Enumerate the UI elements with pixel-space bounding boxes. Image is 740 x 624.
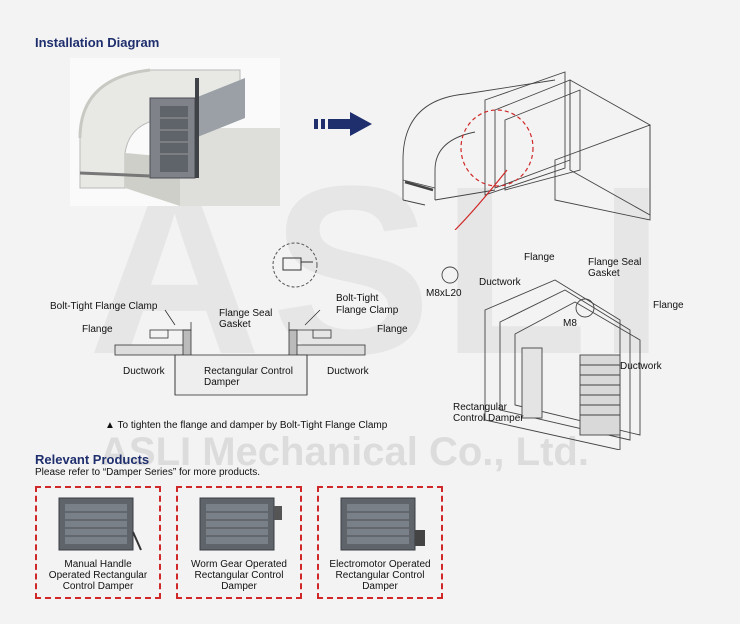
product-3-line-1: Electromotor Operated	[329, 559, 431, 570]
direction-arrow	[314, 112, 372, 136]
label-flange-left: Flange	[82, 324, 113, 335]
label-rect-damper-2: Damper	[204, 377, 240, 388]
label-flange-seal-1: Flange Seal	[219, 308, 273, 319]
product-3-line-2: Rectangular Control	[335, 570, 425, 581]
detail-label-rect-damper-2: Control Damper	[453, 413, 524, 424]
watermark-company: ASLI Mechanical Co., Ltd.	[100, 430, 589, 474]
damper-electromotor-image	[340, 497, 425, 551]
installation-render	[70, 58, 280, 206]
detail-label-flange-right: Flange	[653, 300, 684, 311]
relevant-products-title: Relevant Products	[35, 452, 150, 467]
label-bolt-tight-right-2: Flange Clamp	[336, 305, 399, 316]
product-1-line-2: Operated Rectangular	[48, 570, 148, 581]
page-title: Installation Diagram	[35, 35, 160, 50]
label-bolt-tight-right-1: Bolt-Tight	[336, 293, 379, 304]
product-card-worm-gear[interactable]: Worm Gear Operated Rectangular Control D…	[176, 486, 302, 599]
detail-label-ductwork-bottom: Ductwork	[620, 361, 662, 372]
detail-label-flange-seal-2: Gasket	[588, 268, 620, 279]
product-2-line-3: Damper	[221, 581, 257, 592]
label-flange-seal-2: Gasket	[219, 319, 251, 330]
detail-label-m8: M8	[563, 318, 577, 329]
label-ductwork-left: Ductwork	[123, 366, 165, 377]
damper-manual-image	[58, 497, 142, 551]
detail-label-ductwork-top: Ductwork	[479, 277, 521, 288]
relevant-products-subtitle: Please refer to “Damper Series” for more…	[35, 467, 261, 478]
product-card-manual[interactable]: Manual Handle Operated Rectangular Contr…	[35, 486, 161, 599]
detail-label-flange-seal-1: Flange Seal	[588, 257, 642, 268]
duct-line-drawing	[402, 71, 651, 230]
detail-label-rect-damper-1: Rectangular	[453, 402, 507, 413]
product-3-line-3: Damper	[362, 581, 398, 592]
label-bolt-tight-clamp-left: Bolt-Tight Flange Clamp	[50, 301, 158, 312]
damper-worm-gear-image	[199, 497, 282, 551]
product-card-electromotor[interactable]: Electromotor Operated Rectangular Contro…	[317, 486, 443, 599]
product-1-line-3: Control Damper	[62, 581, 134, 592]
install-note: ▲ To tighten the flange and damper by Bo…	[105, 420, 388, 431]
product-2-line-1: Worm Gear Operated	[191, 559, 287, 570]
product-2-line-2: Rectangular Control	[194, 570, 284, 581]
label-flange-right: Flange	[377, 324, 408, 335]
clamp-callout	[272, 242, 318, 288]
cross-section	[114, 309, 366, 396]
detail-label-m8xl20: M8xL20	[426, 288, 462, 299]
label-ductwork-right: Ductwork	[327, 366, 369, 377]
label-rect-damper-1: Rectangular Control	[204, 366, 293, 377]
detail-label-flange-top: Flange	[524, 252, 555, 263]
exploded-detail	[441, 266, 641, 450]
product-1-line-1: Manual Handle	[64, 559, 132, 570]
